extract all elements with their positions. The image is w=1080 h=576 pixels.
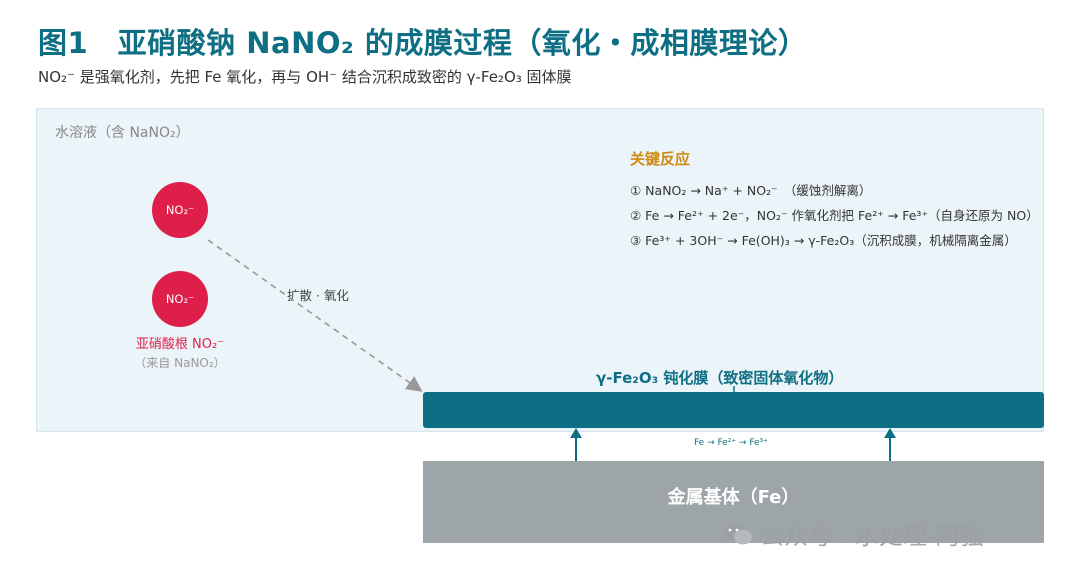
- figure-subtitle: NO₂⁻ 是强氧化剂，先把 Fe 氧化，再与 OH⁻ 结合沉积成致密的 γ-Fe…: [38, 68, 572, 86]
- ion-caption: 亚硝酸根 NO₂⁻: [135, 337, 225, 352]
- nitrite-ion-bottom: NO₂⁻: [152, 271, 208, 327]
- iron-oxidation-label: Fe → Fe²⁺ → Fe³⁺: [694, 438, 768, 448]
- diffuse-oxidize-label: 扩散 · 氧化: [287, 288, 349, 303]
- passive-film-label: γ-Fe₂O₃ 钝化膜（致密固体氧化物）: [596, 369, 844, 387]
- watermark-text: 公众号 · 水处理-阿强: [760, 522, 984, 550]
- solution-region: [36, 108, 1044, 432]
- reaction-1: ① NaNO₂ → Na⁺ + NO₂⁻ （缓蚀剂解离）: [630, 183, 872, 198]
- reaction-2: ② Fe → Fe²⁺ + 2e⁻，NO₂⁻ 作氧化剂把 Fe²⁺ → Fe³⁺…: [630, 208, 1039, 223]
- wechat-icon: [723, 523, 752, 545]
- reaction-3: ③ Fe³⁺ + 3OH⁻ → Fe(OH)₃ → γ-Fe₂O₃（沉积成膜，机…: [630, 233, 1017, 248]
- nitrite-ion-top: NO₂⁻: [152, 182, 208, 238]
- ion-source: （来自 NaNO₂）: [134, 356, 226, 370]
- figure-title: 图1 亚硝酸钠 NaNO₂ 的成膜过程（氧化・成相膜理论）: [38, 26, 808, 60]
- solution-label: 水溶液（含 NaNO₂）: [55, 125, 190, 141]
- metal-substrate-label: 金属基体（Fe）: [667, 487, 800, 508]
- reactions-title: 关键反应: [630, 150, 691, 168]
- iron-flux-arrowhead-left: [570, 428, 582, 438]
- diffusion-arrow: [207, 239, 423, 392]
- iron-flux-arrowhead-right: [884, 428, 896, 438]
- passive-film: [423, 392, 1044, 428]
